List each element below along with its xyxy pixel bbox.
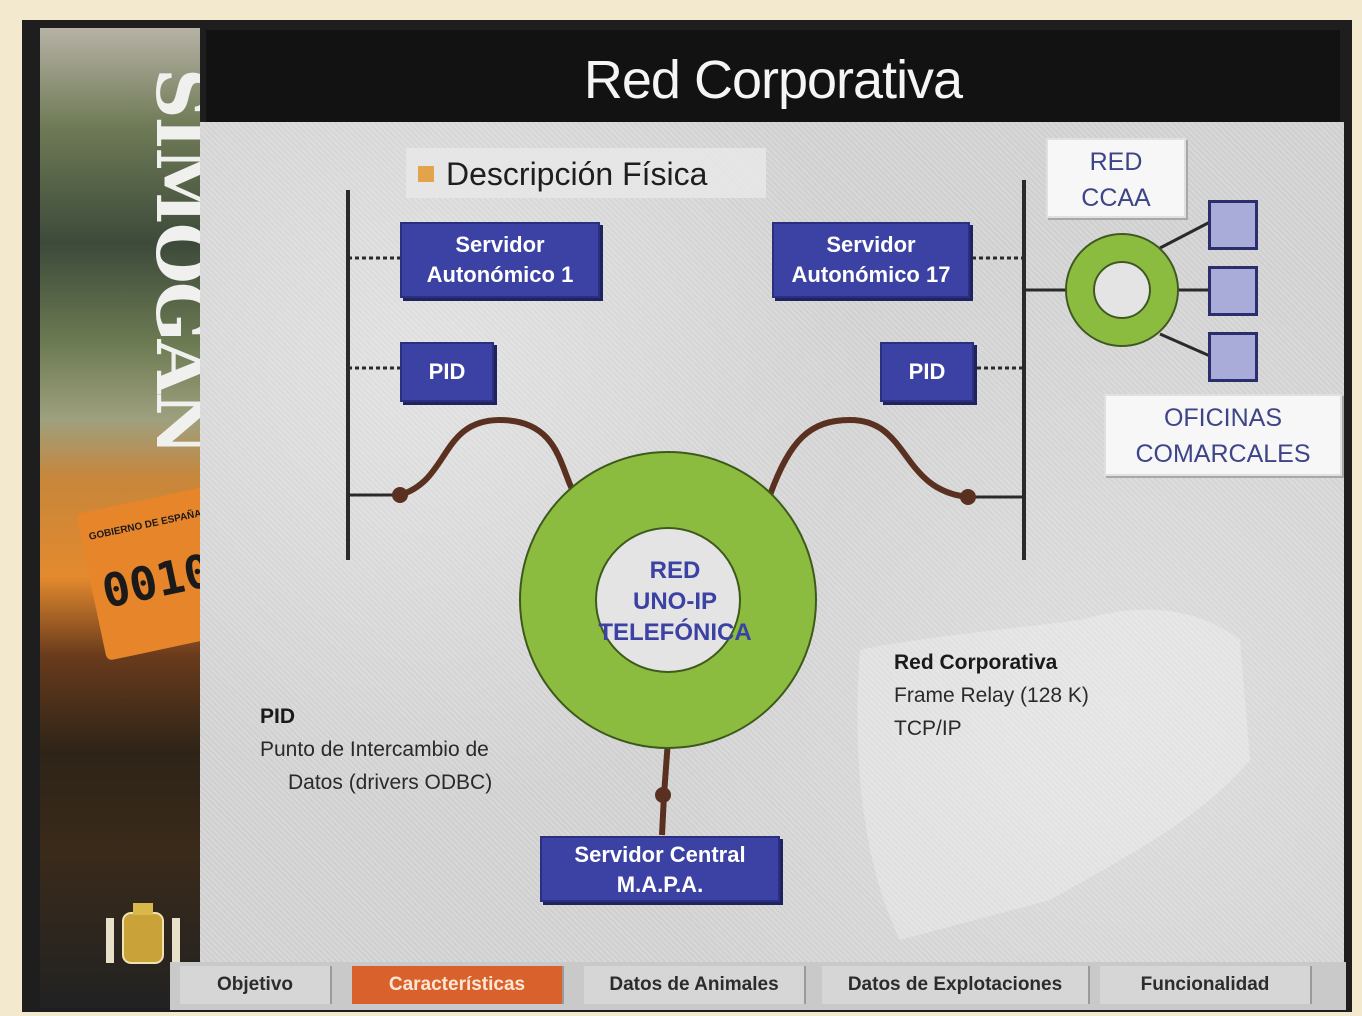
brand-vertical-text: SIMOGAN bbox=[140, 68, 200, 454]
pid-note-line-1: Punto de Intercambio de bbox=[260, 738, 489, 761]
red-ccaa-line-2: CCAA bbox=[1081, 184, 1151, 212]
ring-label-line-1: RED bbox=[649, 557, 701, 584]
office-link-1 bbox=[1159, 220, 1211, 250]
ccaa-ring-outline-outer bbox=[1065, 233, 1179, 347]
red-note-title: Red Corporativa bbox=[894, 651, 1058, 674]
server-left-line-1: Servidor bbox=[455, 232, 545, 257]
right-cable bbox=[767, 416, 969, 500]
main-ring-outline-outer bbox=[519, 451, 817, 749]
left-cable bbox=[399, 416, 578, 498]
ccaa-ring-outline-inner bbox=[1093, 261, 1151, 319]
server-central: Servidor Central M.A.P.A. bbox=[540, 836, 780, 902]
server-right-line-2: Autonómico 17 bbox=[791, 262, 951, 287]
section-header: Descripción Física bbox=[406, 148, 766, 198]
tab-funcionalidad[interactable]: Funcionalidad bbox=[1100, 966, 1312, 1004]
tab-caracteristicas[interactable]: Características bbox=[352, 966, 564, 1004]
pid-note: PID Punto de Intercambio de Datos (drive… bbox=[260, 700, 550, 799]
red-ccaa-line-1: RED bbox=[1089, 148, 1143, 176]
main-ring-label: RED UNO-IP TELEFÓNICA bbox=[580, 555, 770, 648]
server-central-line-1: Servidor Central bbox=[574, 842, 746, 867]
server-autonomico-1: Servidor Autonómico 1 bbox=[400, 222, 600, 298]
pid-left: PID bbox=[400, 342, 494, 402]
ccaa-ring bbox=[1067, 235, 1177, 345]
office-node-3 bbox=[1208, 332, 1258, 382]
office-link-3 bbox=[1159, 332, 1211, 358]
red-note: Red Corporativa Frame Relay (128 K) TCP/… bbox=[894, 646, 1194, 745]
red-ccaa-box: RED CCAA bbox=[1046, 138, 1186, 218]
pid-note-title: PID bbox=[260, 705, 296, 728]
pid-right: PID bbox=[880, 342, 974, 402]
oficinas-line-2: COMARCALES bbox=[1135, 440, 1311, 468]
bullet-icon bbox=[418, 166, 434, 182]
main-ring-outline-inner bbox=[595, 527, 741, 673]
server-right-line-1: Servidor bbox=[826, 232, 916, 257]
pid-right-label: PID bbox=[908, 359, 946, 384]
server-left-line-2: Autonómico 1 bbox=[426, 262, 574, 287]
pid-left-label: PID bbox=[428, 359, 466, 384]
page-title: Red Corporativa bbox=[583, 50, 963, 110]
office-node-2 bbox=[1208, 266, 1258, 316]
main-network-ring bbox=[520, 452, 816, 748]
section-title: Descripción Física bbox=[446, 156, 708, 192]
server-central-line-2: M.A.P.A. bbox=[616, 872, 704, 897]
brand-banner: SIMOGAN GOBIERNO DE ESPAÑA 0010 bbox=[40, 28, 200, 1008]
right-cable-plug bbox=[960, 489, 976, 505]
central-cable-plug bbox=[655, 787, 671, 803]
server-autonomico-17: Servidor Autonómico 17 bbox=[772, 222, 970, 298]
header-bar: Red Corporativa bbox=[206, 30, 1340, 122]
ring-label-line-2: UNO-IP bbox=[633, 588, 717, 615]
red-note-line-2: TCP/IP bbox=[894, 717, 962, 740]
map-silhouette bbox=[857, 609, 1250, 940]
pid-note-line-2: Datos (drivers ODBC) bbox=[288, 771, 493, 794]
left-cable-plug bbox=[392, 487, 408, 503]
tab-objetivo[interactable]: Objetivo bbox=[180, 966, 332, 1004]
coat-of-arms-icon bbox=[106, 903, 180, 964]
oficinas-line-1: OFICINAS bbox=[1163, 404, 1283, 432]
tab-datos-animales[interactable]: Datos de Animales bbox=[584, 966, 806, 1004]
ring-label-line-3: TELEFÓNICA bbox=[598, 619, 752, 646]
office-node-1 bbox=[1208, 200, 1258, 250]
oficinas-comarcales-box: OFICINAS COMARCALES bbox=[1104, 394, 1342, 476]
tab-datos-explotaciones[interactable]: Datos de Explotaciones bbox=[822, 966, 1090, 1004]
red-note-line-1: Frame Relay (128 K) bbox=[894, 684, 1089, 707]
